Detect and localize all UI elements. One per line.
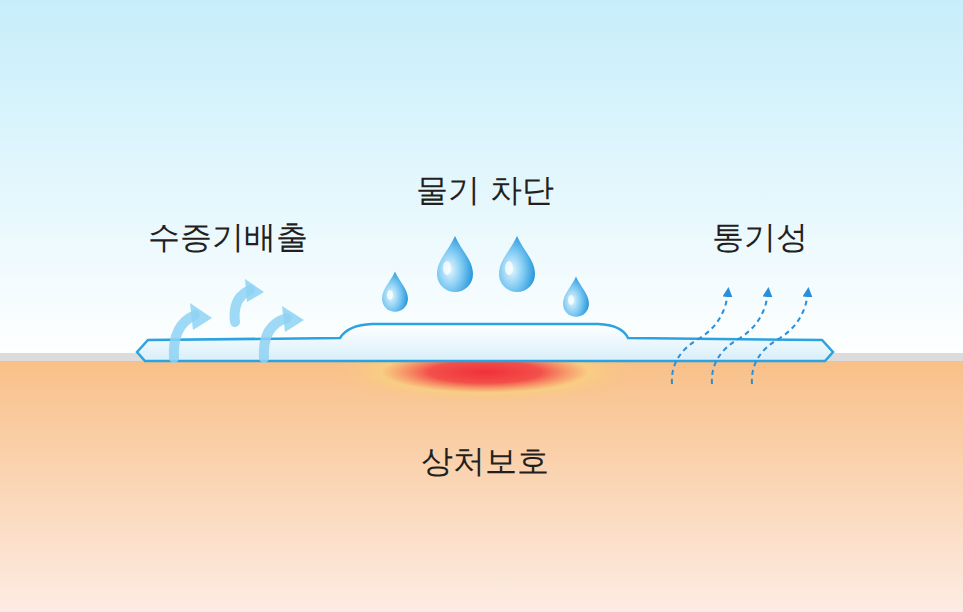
caption-label: 상처보호 <box>421 444 549 479</box>
caption-label: 통기성 <box>712 220 808 255</box>
caption-label: 수증기배출 <box>148 220 308 255</box>
caption-label: 물기 차단 <box>416 173 554 208</box>
